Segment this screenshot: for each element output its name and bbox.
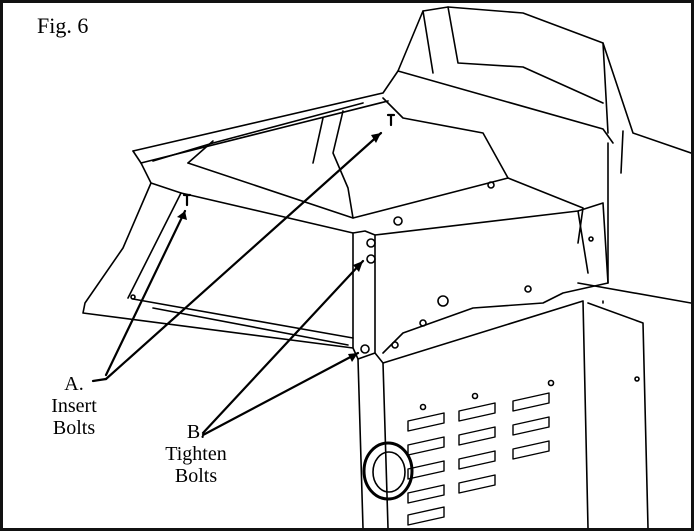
screw (386, 113, 396, 127)
shelf-bracket (352, 230, 376, 360)
callout-b-letter: B. (186, 421, 206, 443)
knob-ring (362, 441, 414, 501)
grill-lid (397, 6, 691, 154)
callout-b: B. Tighten Bolts (141, 421, 251, 487)
screw (182, 193, 192, 207)
cart-front-right (577, 282, 691, 304)
shelf-inner-tray (187, 162, 584, 244)
bolt-hole (366, 238, 376, 248)
arrow-b (201, 259, 365, 435)
grill-side-shelf-diagram (82, 6, 691, 528)
callout-a-line2: Bolts (52, 417, 96, 439)
vent-grid (407, 392, 550, 526)
figure-title: Fig. 6 (37, 13, 89, 38)
callout-a: A. Insert Bolts (39, 373, 109, 439)
arrow-a (104, 209, 187, 377)
shelf-top-rim (132, 70, 614, 152)
cart-body (357, 358, 364, 528)
cart-side-panel (374, 202, 609, 354)
callout-a-letter: A. (64, 373, 84, 395)
callout-a-line1: Insert (51, 395, 97, 417)
callout-b-line1: Tighten (165, 443, 227, 465)
callout-b-line2: Bolts (174, 465, 218, 487)
shelf-left-face (82, 162, 354, 349)
